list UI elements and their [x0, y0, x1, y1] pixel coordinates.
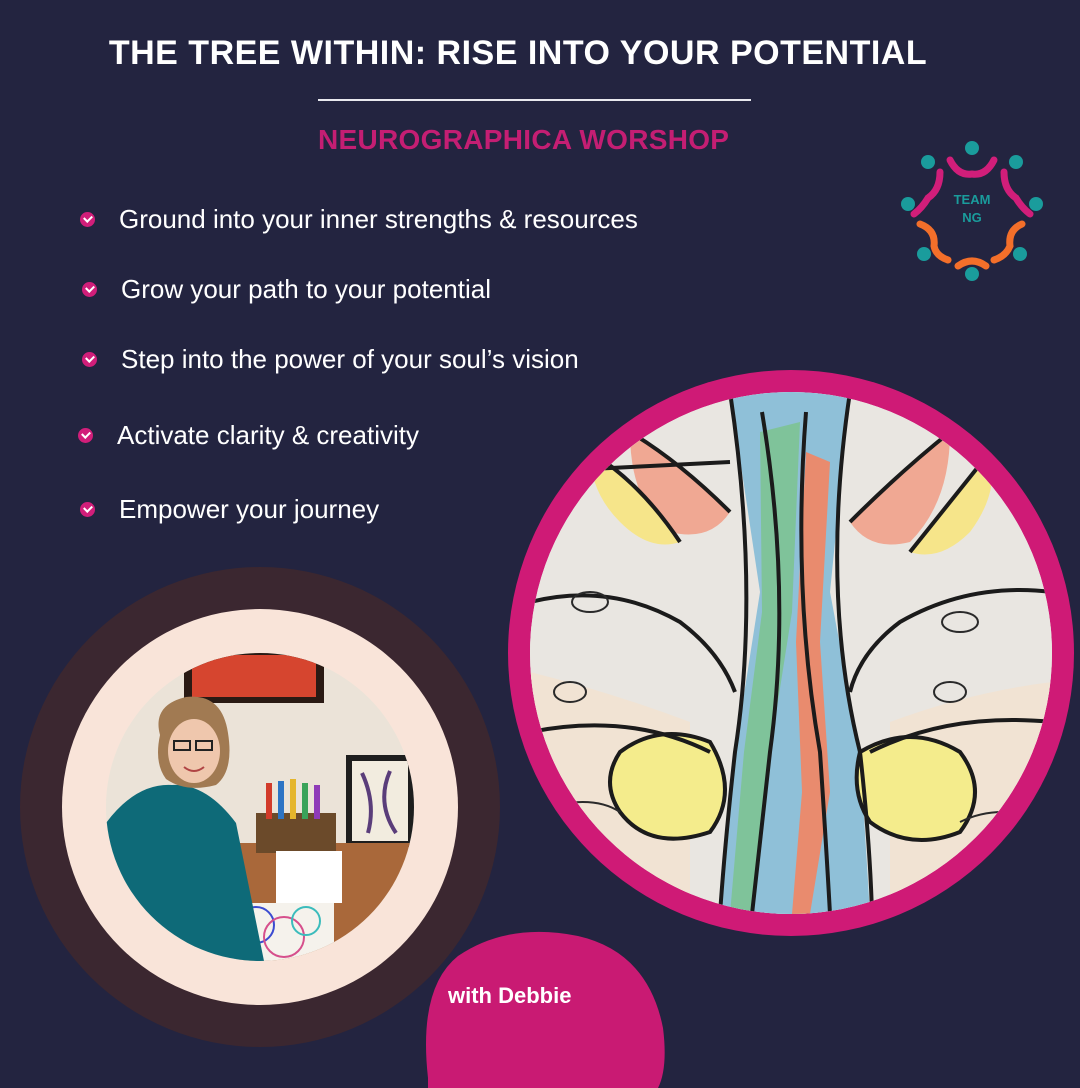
check-circle-icon	[82, 282, 97, 297]
logo-text-ng: NG	[962, 210, 982, 225]
logo-text-team: TEAM	[954, 192, 991, 207]
logo-figures	[901, 141, 1043, 281]
team-ng-logo: TEAM NG	[901, 141, 1043, 281]
facilitator-label: with Debbie	[448, 983, 572, 1008]
list-item-text: Step into the power of your soul’s visio…	[121, 344, 579, 374]
list-item: Step into the power of your soul’s visio…	[82, 344, 579, 375]
facilitator-photo	[106, 653, 414, 961]
page-title: THE TREE WITHIN: RISE INTO YOUR POTENTIA…	[108, 34, 928, 72]
workshop-subtitle: NEUROGRAPHICA WORSHOP	[318, 124, 730, 155]
list-item-text: Activate clarity & creativity	[117, 420, 419, 450]
check-circle-icon	[78, 428, 93, 443]
list-item-text: Grow your path to your potential	[121, 274, 491, 304]
list-item: Activate clarity & creativity	[78, 420, 419, 451]
list-item: Ground into your inner strengths & resou…	[80, 204, 638, 235]
check-circle-icon	[80, 212, 95, 227]
check-circle-icon	[80, 502, 95, 517]
list-item-text: Ground into your inner strengths & resou…	[119, 204, 638, 234]
facilitator-tag-shape	[426, 931, 665, 1088]
check-circle-icon	[82, 352, 97, 367]
list-item: Empower your journey	[80, 494, 379, 525]
title-divider	[318, 99, 751, 101]
list-item-text: Empower your journey	[119, 494, 380, 524]
tree-artwork	[530, 392, 1052, 914]
list-item: Grow your path to your potential	[82, 274, 491, 305]
